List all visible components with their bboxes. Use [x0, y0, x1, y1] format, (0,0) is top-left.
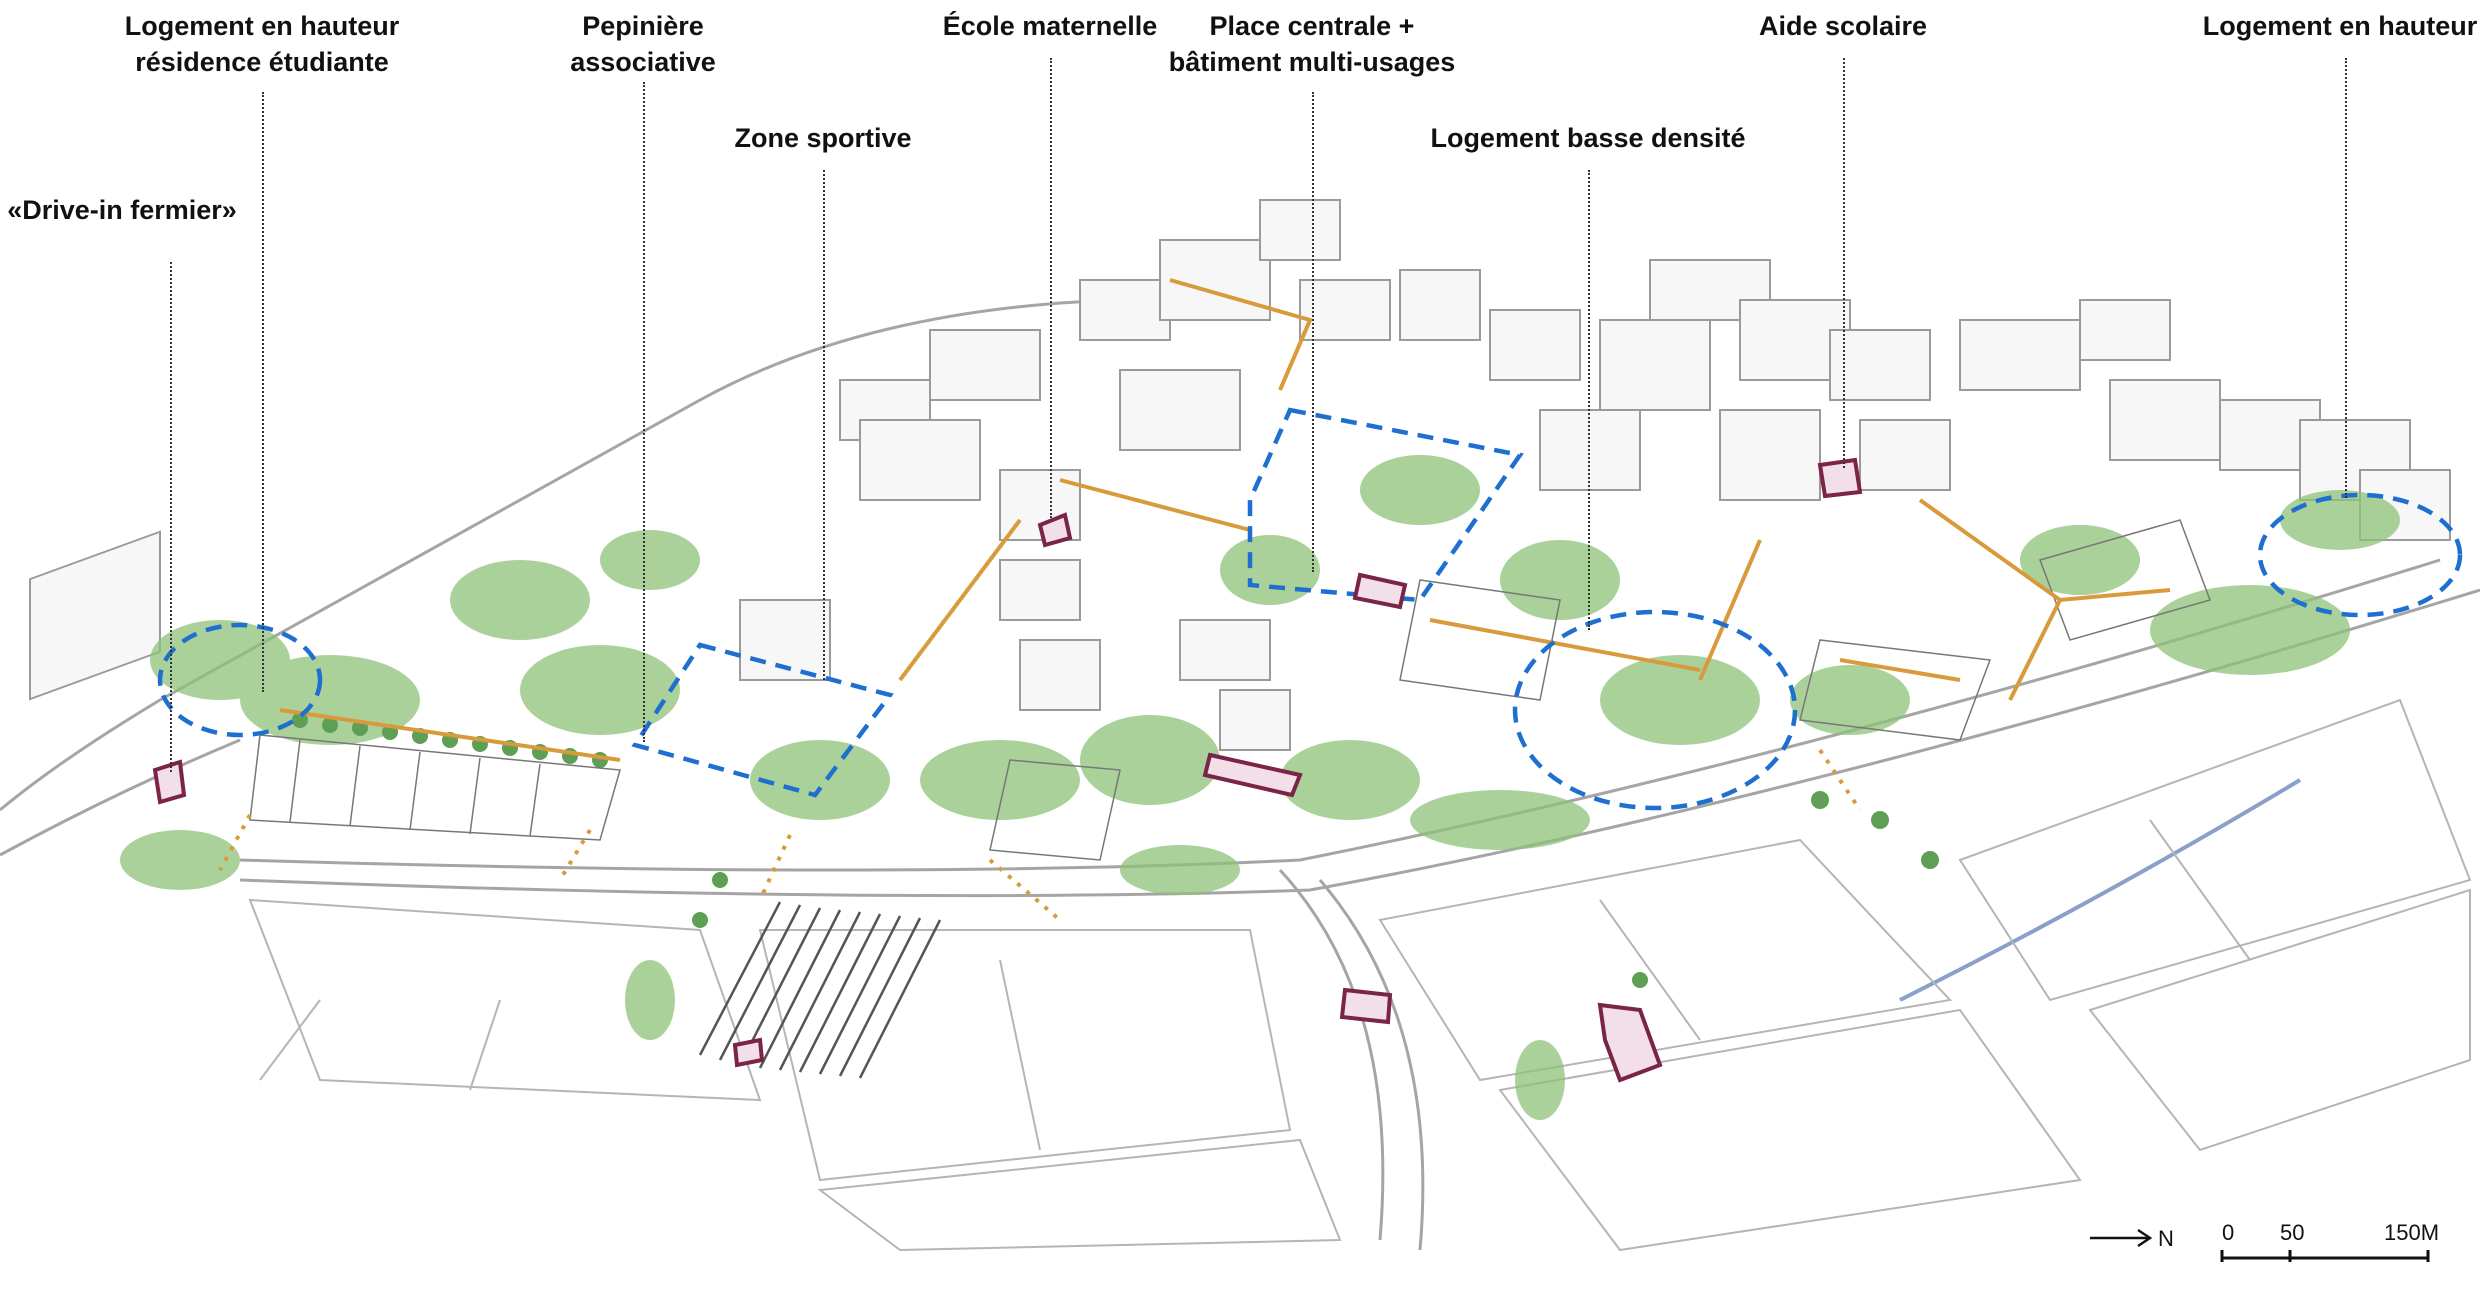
leader-logement-hauteur	[2345, 58, 2347, 498]
building-blocks	[29, 199, 2451, 751]
scale-label-150: 150M	[2384, 1220, 2440, 1245]
label-logement-basse: Logement basse densité	[1430, 123, 1746, 153]
leader-zone-sportive	[823, 170, 825, 680]
road-network	[0, 297, 2480, 1251]
north-label: N	[2158, 1226, 2174, 1251]
scale-label-0: 0	[2222, 1220, 2235, 1245]
ploughed-field	[698, 901, 942, 1079]
leader-aide-scolaire	[1843, 58, 1845, 468]
leader-place-centrale	[1312, 92, 1314, 572]
leader-pepiniere	[643, 82, 645, 742]
field-parcels	[248, 698, 2472, 1252]
leader-logement-basse	[1588, 170, 1590, 630]
garden-plots	[249, 519, 2211, 861]
label-drive-in: «Drive-in fermier»	[7, 195, 237, 225]
label-logement-hauteur: Logement en hauteur	[2202, 11, 2478, 41]
scale-bar	[2220, 1250, 2430, 1262]
label-pepiniere: Pepinière associative	[570, 11, 716, 77]
path-connectors	[218, 748, 1862, 922]
leader-ecole	[1050, 58, 1052, 518]
zone-outlines	[157, 407, 2463, 811]
pedestrian-paths	[279, 278, 2171, 762]
north-arrow-icon	[2090, 1228, 2153, 1248]
label-zone-sportive: Zone sportive	[734, 123, 912, 153]
leader-logement-residence	[262, 92, 264, 692]
label-ecole: École maternelle	[942, 11, 1158, 41]
scale-label-50: 50	[2280, 1220, 2305, 1245]
label-place-centrale: Place centrale + bâtiment multi-usages	[1168, 11, 1456, 77]
label-aide-scolaire: Aide scolaire	[1758, 11, 1928, 41]
facilities	[152, 457, 1863, 1083]
label-logement-residence: Logement en hauteur résidence étudiante	[124, 11, 400, 77]
leader-drive-in	[170, 262, 172, 772]
